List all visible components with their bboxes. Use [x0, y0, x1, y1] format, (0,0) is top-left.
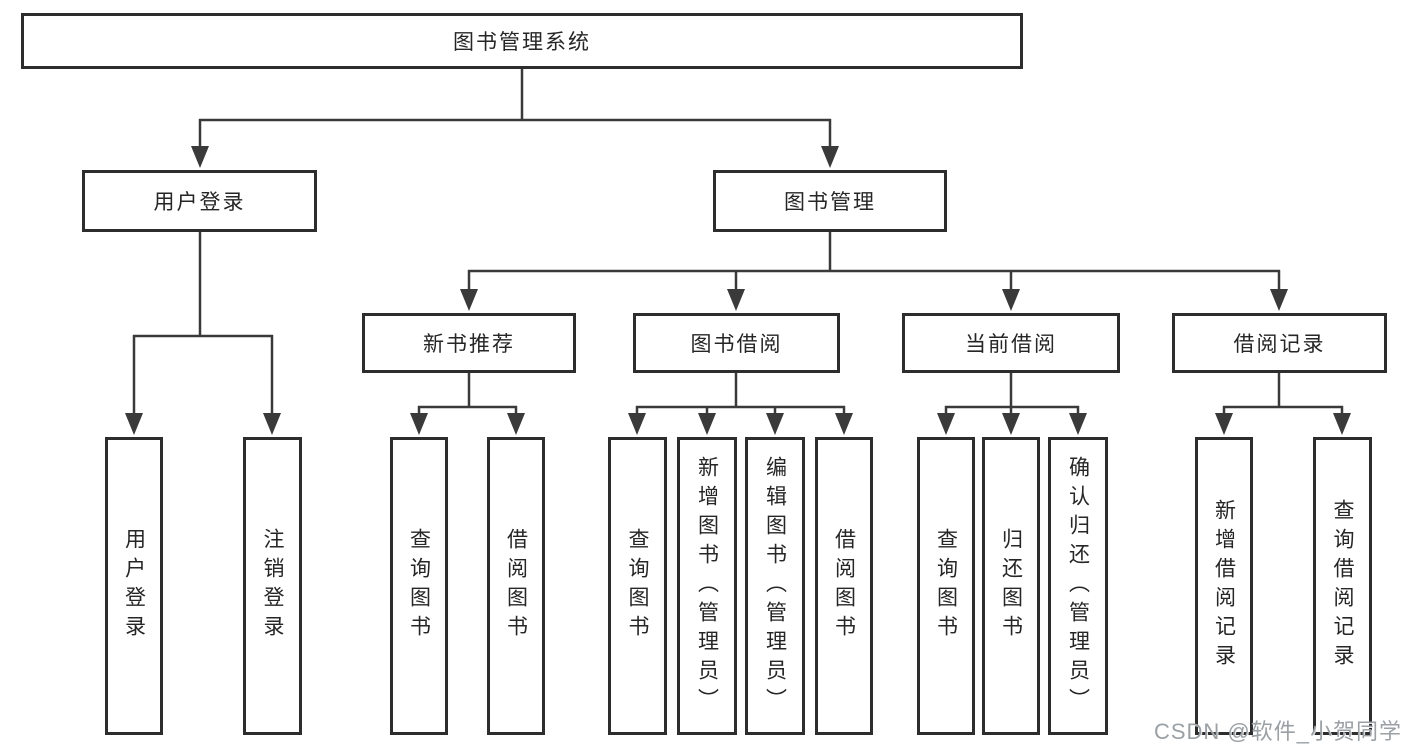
- leaf-query-books-recommend: 查询图书: [390, 437, 448, 735]
- leaf-query-books-borrowing: 查询图书: [608, 437, 667, 735]
- node-label: 查询图书: [626, 528, 649, 644]
- watermark: CSDN @软件_小贺同学: [1153, 719, 1402, 744]
- node-label: 借阅图书: [832, 528, 856, 644]
- node-library-management-system: 图书管理系统: [21, 13, 1023, 69]
- leaf-logout: 注销登录: [243, 437, 302, 735]
- node-user-login: 用户登录: [82, 170, 317, 232]
- node-label: 编辑图书（管理员）: [763, 455, 787, 717]
- leaf-add-books-admin: 新增图书（管理员）: [677, 437, 737, 735]
- node-new-book-recommendation: 新书推荐: [362, 313, 576, 373]
- node-label: 借阅记录: [1233, 333, 1326, 356]
- leaf-add-borrow-record: 新增借阅记录: [1195, 437, 1253, 735]
- leaf-query-borrow-record: 查询借阅记录: [1313, 437, 1372, 735]
- leaf-borrow-books-recommend: 借阅图书: [487, 437, 545, 735]
- node-label: 图书借阅: [690, 333, 783, 356]
- node-book-management: 图书管理: [713, 170, 947, 232]
- node-label: 用户登录: [122, 528, 146, 644]
- leaf-user-login: 用户登录: [105, 437, 163, 735]
- node-label: 确认归还（管理员）: [1066, 455, 1090, 717]
- node-label: 新增图书（管理员）: [695, 455, 719, 717]
- node-label: 图书管理系统: [453, 31, 591, 54]
- leaf-borrow-books: 借阅图书: [815, 437, 873, 735]
- node-label: 新书推荐: [423, 333, 515, 356]
- node-book-borrowing: 图书借阅: [633, 313, 840, 373]
- leaf-query-books-current: 查询图书: [917, 437, 975, 735]
- node-label: 查询图书: [407, 528, 431, 644]
- node-label: 新增借阅记录: [1212, 499, 1236, 673]
- node-label: 用户登录: [153, 191, 246, 214]
- leaf-return-books: 归还图书: [982, 437, 1040, 735]
- node-label: 借阅图书: [504, 528, 528, 644]
- leaf-confirm-return-admin: 确认归还（管理员）: [1048, 437, 1108, 735]
- node-label: 查询图书: [934, 528, 958, 644]
- leaf-edit-books-admin: 编辑图书（管理员）: [745, 437, 805, 735]
- node-label: 查询借阅记录: [1331, 499, 1354, 673]
- node-label: 归还图书: [999, 528, 1023, 644]
- node-current-borrowing: 当前借阅: [902, 313, 1120, 373]
- node-label: 当前借阅: [965, 333, 1057, 356]
- node-label: 注销登录: [261, 528, 284, 644]
- node-label: 图书管理: [784, 191, 876, 214]
- node-borrowing-records: 借阅记录: [1172, 313, 1387, 373]
